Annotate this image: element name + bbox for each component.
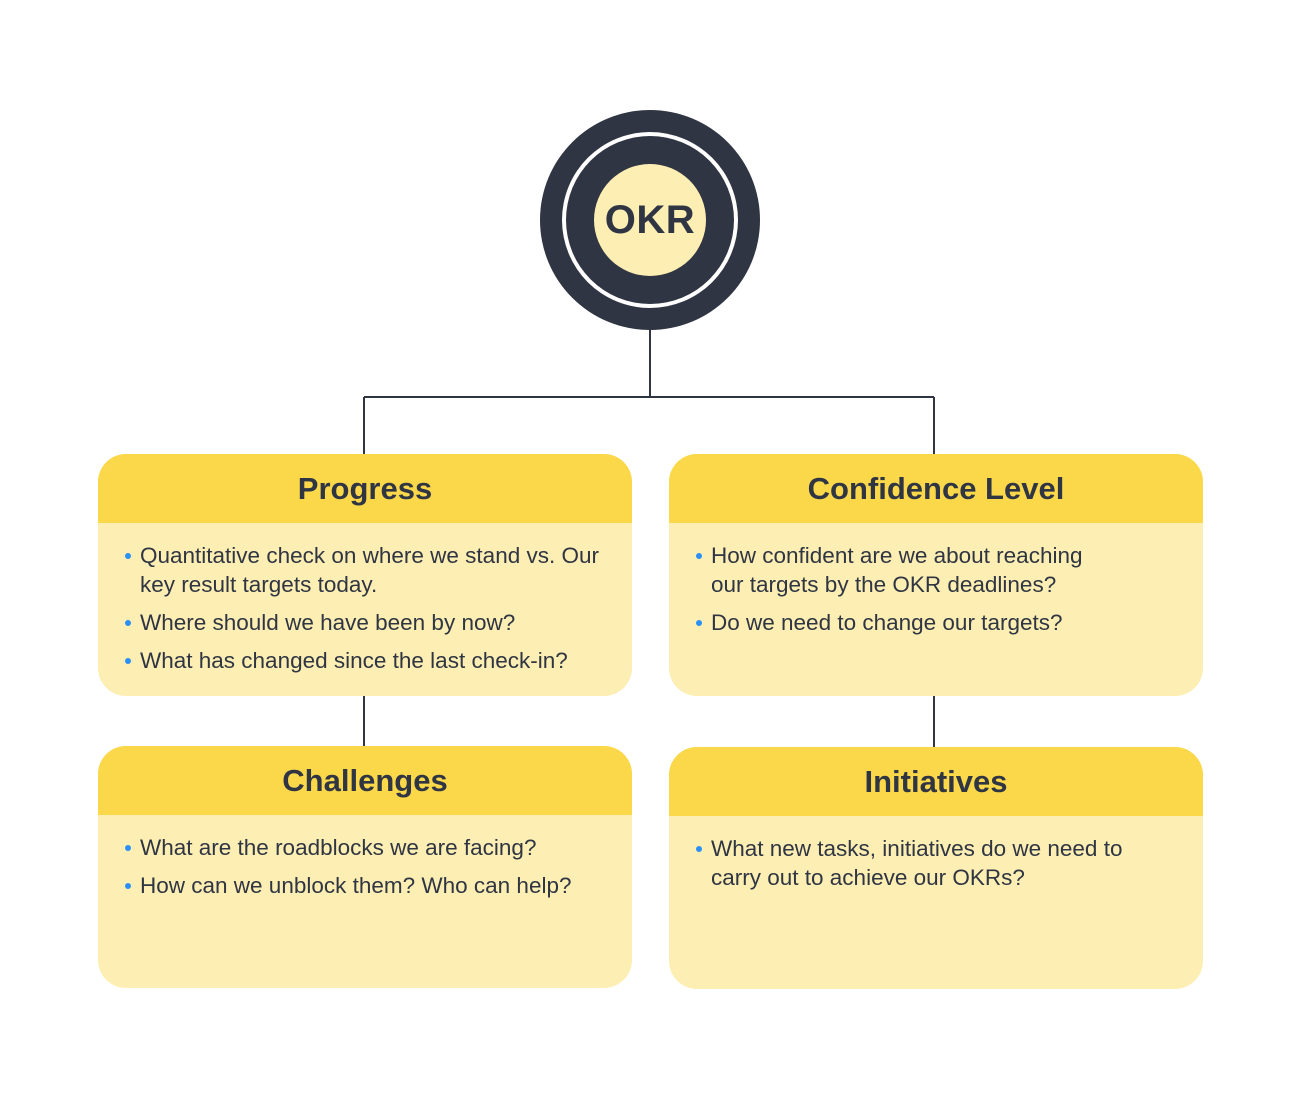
okr-label: OKR <box>604 197 696 242</box>
okr-hub: OKR <box>540 110 760 330</box>
list-item: How can we unblock them? Who can help? <box>125 871 608 900</box>
confidence-level-list: How confident are we about reaching our … <box>669 523 1203 637</box>
target-rings-icon <box>540 110 760 330</box>
list-item: Do we need to change our targets? <box>696 608 1179 637</box>
progress-card-title: Progress <box>98 454 632 523</box>
initiatives-list: What new tasks, initiatives do we need t… <box>669 816 1203 892</box>
list-item: Quantitative check on where we stand vs.… <box>125 541 608 599</box>
confidence-level-card: Confidence Level How confident are we ab… <box>669 454 1203 696</box>
list-item: What new tasks, initiatives do we need t… <box>696 834 1179 892</box>
list-item: How confident are we about reaching our … <box>696 541 1179 599</box>
initiatives-card-title: Initiatives <box>669 747 1203 816</box>
challenges-card: Challenges What are the roadblocks we ar… <box>98 746 632 988</box>
challenges-card-title: Challenges <box>98 746 632 815</box>
confidence-level-card-title: Confidence Level <box>669 454 1203 523</box>
list-item: What are the roadblocks we are facing? <box>125 833 608 862</box>
list-item: What has changed since the last check-in… <box>125 646 608 675</box>
initiatives-card: Initiatives What new tasks, initiatives … <box>669 747 1203 989</box>
progress-card: Progress Quantitative check on where we … <box>98 454 632 696</box>
progress-list: Quantitative check on where we stand vs.… <box>98 523 632 675</box>
list-item: Where should we have been by now? <box>125 608 608 637</box>
challenges-list: What are the roadblocks we are facing? H… <box>98 815 632 900</box>
hub-to-branches-line <box>363 330 935 455</box>
